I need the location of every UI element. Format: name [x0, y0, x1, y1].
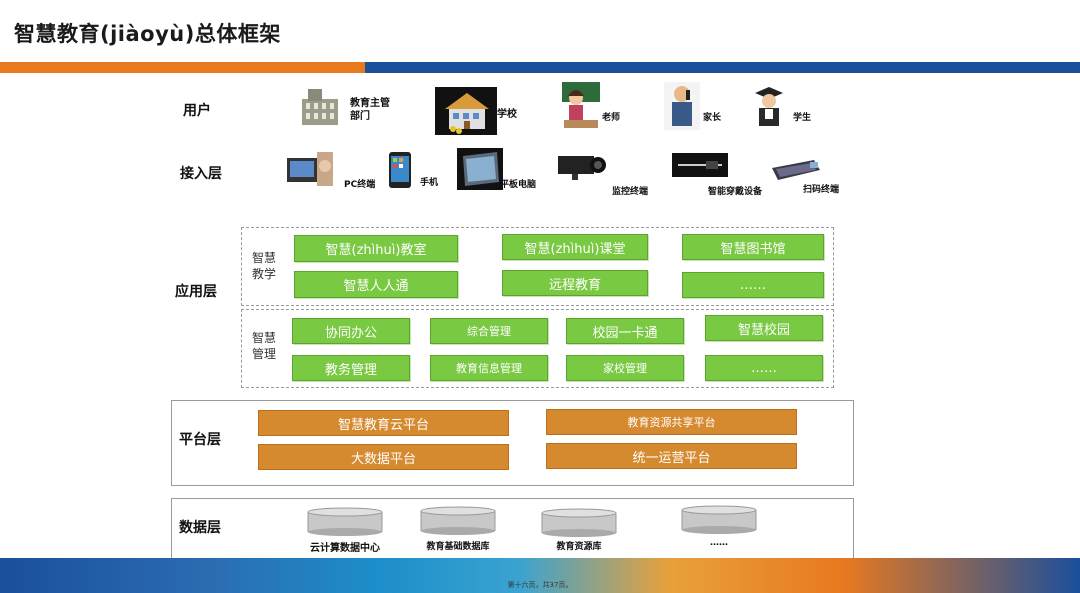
smart-teaching-label: 智慧教学 [252, 251, 277, 281]
app-home-school: 家校管理 [566, 355, 684, 381]
platform-big-data: 大数据平台 [258, 444, 509, 470]
data-label-basic-db: 教育基础数据库 [426, 542, 490, 552]
data-label-resource-db: 教育资源库 [556, 542, 602, 552]
page-number: 第十六页，共37页。 [507, 581, 573, 589]
app-general-management: 综合管理 [430, 318, 548, 344]
access-label-wearable: 智能穿戴设备 [708, 187, 763, 197]
access-label-tablet: 平板电脑 [500, 180, 537, 190]
data-label-more: …… [710, 538, 728, 548]
platform-unified-operations: 统一运营平台 [546, 443, 797, 469]
app-management-more: …… [705, 355, 823, 381]
platform-smart-edu-cloud: 智慧教育云平台 [258, 410, 509, 436]
database-resource-icon [541, 508, 617, 537]
access-label-mobile: 手机 [420, 178, 439, 188]
app-smart-everyone: 智慧人人通 [294, 271, 458, 298]
access-label-camera: 监控终端 [612, 187, 649, 197]
wearable-glasses-icon [672, 153, 728, 177]
smart-management-label: 智慧管理 [252, 331, 277, 361]
mobile-phone-icon [389, 152, 411, 188]
teacher-icon [562, 82, 600, 128]
user-label-school: 学校 [497, 109, 517, 120]
platform-resource-sharing: 教育资源共享平台 [546, 409, 797, 435]
user-label-gov: 教育主管部门 [350, 98, 390, 122]
app-smart-campus: 智慧校园 [705, 315, 823, 341]
government-building-icon [302, 89, 338, 125]
user-label-parent: 家长 [703, 113, 722, 123]
app-smart-library: 智慧图书馆 [682, 234, 824, 260]
database-basic-icon [420, 506, 496, 535]
layer-label-application: 应用层 [175, 284, 217, 300]
app-collab-office: 协同办公 [292, 318, 410, 344]
app-smart-classroom: 智慧(zhìhuì)教室 [294, 235, 458, 262]
layer-label-access: 接入层 [180, 166, 222, 182]
page-title: 智慧教育(jiàoyù)总体框架 [14, 22, 281, 46]
layer-label-user: 用户 [183, 103, 211, 119]
surveillance-camera-icon [558, 156, 606, 180]
layer-label-platform: 平台层 [179, 432, 221, 448]
layer-label-data: 数据层 [179, 520, 221, 536]
footer-band [0, 558, 1080, 593]
app-edu-info-management: 教育信息管理 [430, 355, 548, 381]
app-campus-card: 校园一卡通 [566, 318, 684, 344]
pc-terminal-icon [287, 152, 333, 186]
app-teaching-more: …… [682, 272, 824, 298]
barcode-scanner-icon [772, 160, 820, 180]
user-label-student: 学生 [793, 113, 812, 123]
user-label-teacher: 老师 [602, 113, 621, 123]
access-label-pc: PC终端 [344, 180, 376, 190]
tablet-icon [457, 148, 503, 190]
data-label-cloud-center: 云计算数据中心 [310, 543, 380, 554]
access-label-scanner: 扫码终端 [803, 185, 840, 195]
student-icon [755, 87, 783, 126]
app-smart-lesson: 智慧(zhìhuì)课堂 [502, 234, 648, 260]
database-cloud-icon [307, 507, 383, 536]
app-remote-education: 远程教育 [502, 270, 648, 296]
school-building-icon [435, 87, 497, 135]
header-bar-orange [0, 62, 365, 73]
database-more-icon [681, 505, 757, 534]
parent-icon [664, 82, 700, 130]
app-academic-affairs: 教务管理 [292, 355, 410, 381]
header-bar-blue [365, 62, 1080, 73]
